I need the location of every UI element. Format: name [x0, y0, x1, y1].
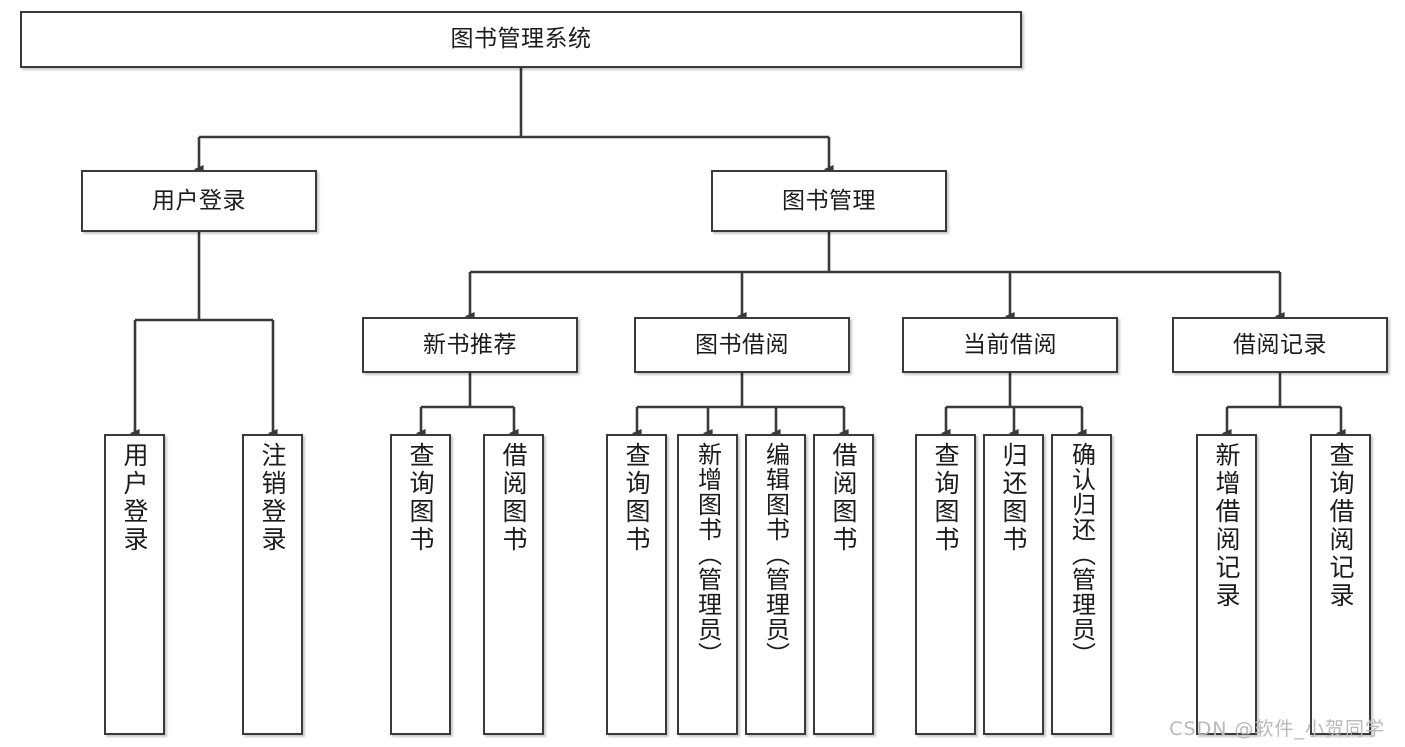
node-leaf-query-book-3[interactable]: 查询图书: [915, 434, 976, 735]
node-leaf-query-record[interactable]: 查询借阅记录: [1310, 434, 1371, 735]
node-leaf-query-book-rec[interactable]: 查询图书: [390, 434, 451, 735]
node-leaf-logout[interactable]: 注销登录: [242, 434, 303, 735]
node-leaf-query-book-2[interactable]: 查询图书: [606, 434, 667, 735]
node-label: 图书管理: [782, 187, 876, 214]
node-label: 借阅图书: [829, 442, 858, 554]
node-leaf-edit-book[interactable]: 编辑图书（管理员）: [745, 434, 806, 735]
node-leaf-borrow-book-2[interactable]: 借阅图书: [813, 434, 874, 735]
node-leaf-borrow-book-rec[interactable]: 借阅图书: [483, 434, 544, 735]
node-label: 查询图书: [622, 442, 651, 554]
node-label: 注销登录: [258, 442, 287, 554]
node-label: 新增借阅记录: [1212, 442, 1241, 610]
node-label: 编辑图书（管理员）: [761, 442, 790, 667]
node-label: 查询借阅记录: [1326, 442, 1355, 610]
node-label: 当前借阅: [963, 331, 1057, 358]
node-label: 用户登录: [120, 442, 149, 554]
node-book-borrow[interactable]: 图书借阅: [634, 317, 850, 373]
node-label: 借阅图书: [499, 442, 528, 554]
node-label: 图书管理系统: [450, 26, 592, 53]
csdn-watermark: CSDN @软件_小贺同学: [1169, 718, 1385, 740]
node-leaf-add-book[interactable]: 新增图书（管理员）: [677, 434, 738, 735]
node-label: 确认归还（管理员）: [1067, 442, 1096, 667]
node-leaf-return-book[interactable]: 归还图书: [983, 434, 1044, 735]
node-label: 图书借阅: [695, 331, 789, 358]
node-leaf-confirm-return[interactable]: 确认归还（管理员）: [1051, 434, 1112, 735]
node-label: 用户登录: [152, 187, 246, 214]
node-label: 归还图书: [999, 442, 1028, 554]
node-book-manage[interactable]: 图书管理: [711, 170, 947, 232]
node-leaf-user-login[interactable]: 用户登录: [104, 434, 165, 735]
node-label: 新书推荐: [423, 331, 517, 358]
node-label: 借阅记录: [1233, 331, 1327, 358]
node-user-login[interactable]: 用户登录: [81, 170, 317, 232]
node-label: 查询图书: [406, 442, 435, 554]
node-current-borrow[interactable]: 当前借阅: [902, 317, 1118, 373]
node-label: 新增图书（管理员）: [693, 442, 722, 667]
node-root[interactable]: 图书管理系统: [20, 11, 1022, 68]
node-label: 查询图书: [931, 442, 960, 554]
node-leaf-add-record[interactable]: 新增借阅记录: [1196, 434, 1257, 735]
node-borrow-record[interactable]: 借阅记录: [1172, 317, 1388, 373]
node-new-book-rec[interactable]: 新书推荐: [362, 317, 578, 373]
